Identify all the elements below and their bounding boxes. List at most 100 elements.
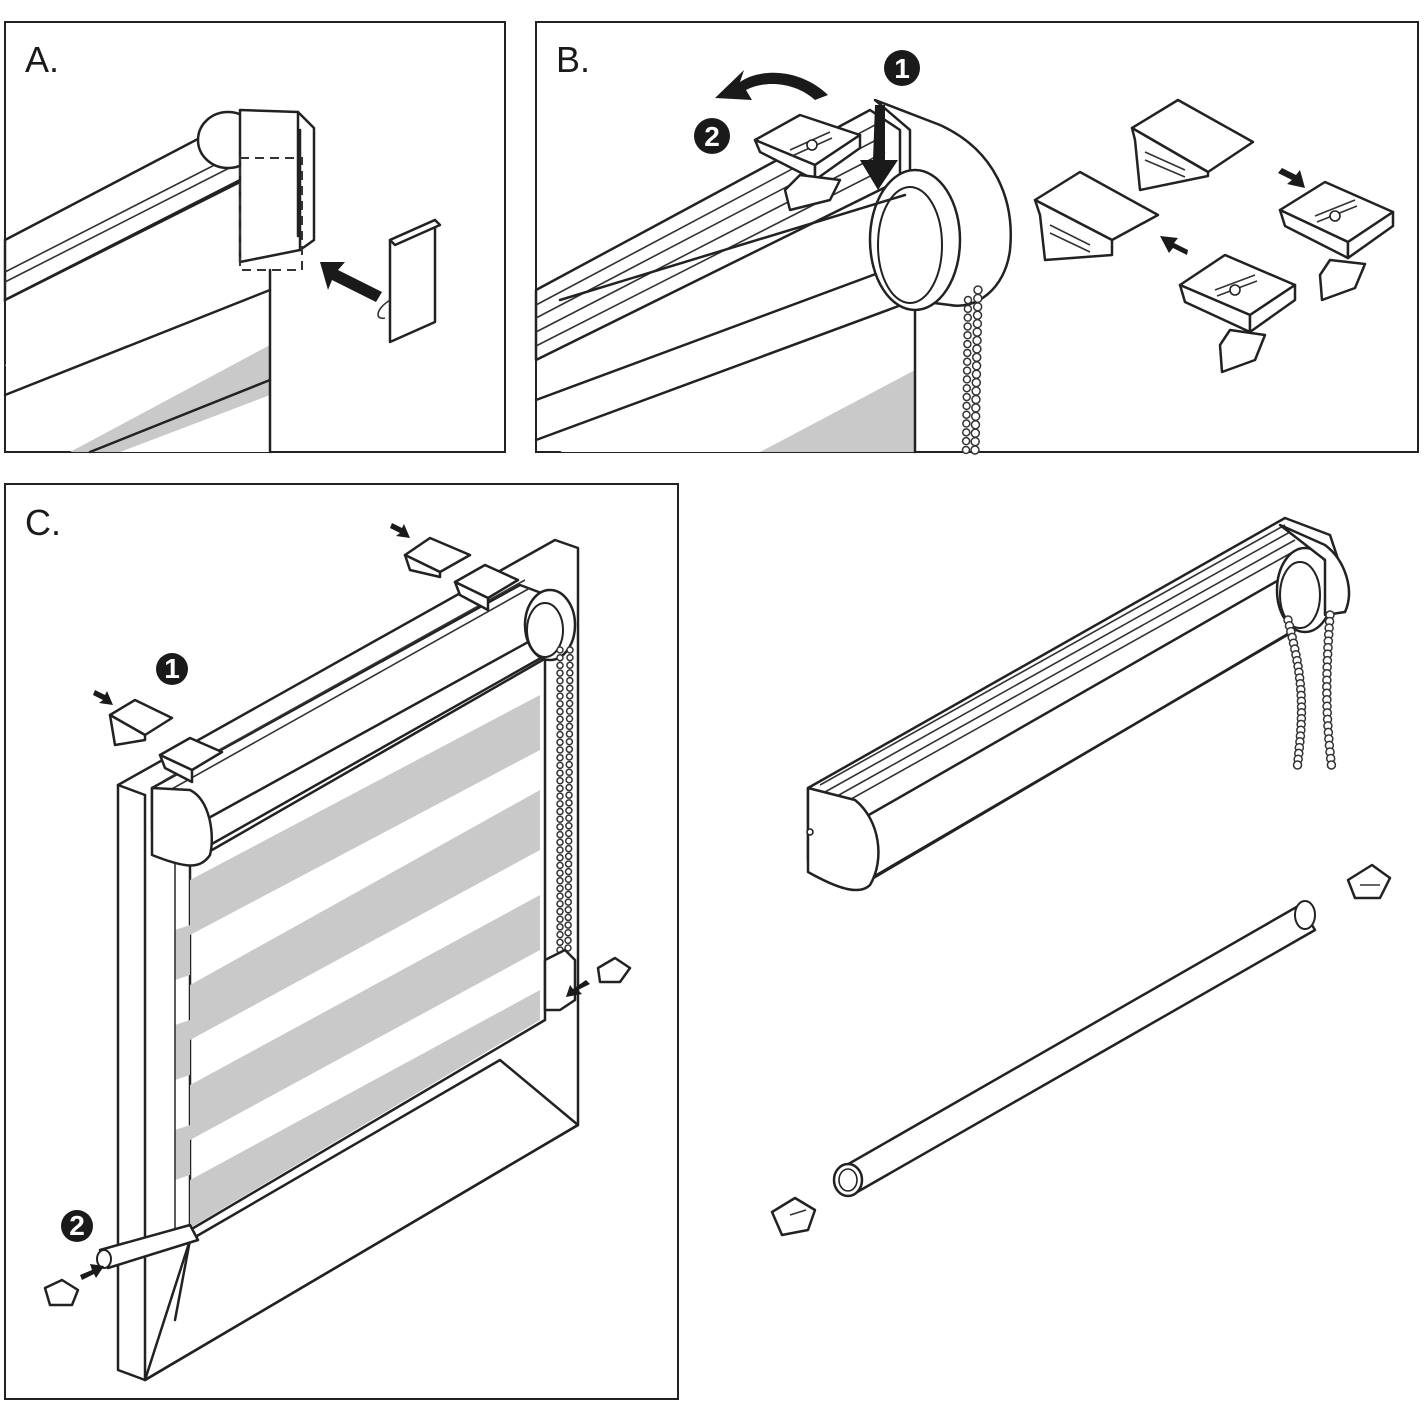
- svg-text:1: 1: [164, 653, 180, 684]
- step-badge-1: 1: [156, 653, 188, 685]
- chain-bead: [970, 419, 981, 430]
- chain-bead: [963, 313, 973, 322]
- panel-b-label: B.: [556, 39, 590, 80]
- chain-bead: [564, 860, 573, 868]
- chain-bead: [971, 377, 982, 388]
- chain-bead: [556, 646, 564, 654]
- adhesive-outline: [239, 157, 303, 271]
- arrow-icon: [1278, 168, 1305, 188]
- panel-b: B.: [534, 21, 1419, 455]
- chain-bead: [564, 913, 572, 922]
- chain-bead: [564, 890, 573, 899]
- chain-bead: [556, 692, 564, 700]
- chain-bead: [556, 738, 564, 747]
- chain-bead: [564, 852, 573, 861]
- chain-bead: [556, 769, 564, 777]
- step-badge-2: 2: [694, 118, 730, 154]
- chain-bead: [556, 923, 564, 931]
- svg-text:2: 2: [704, 121, 720, 152]
- chain-bead: [972, 302, 983, 312]
- shade-band: [760, 370, 915, 452]
- chain-bead: [556, 661, 564, 670]
- shade-band: [70, 345, 270, 452]
- chain-bead: [971, 361, 982, 371]
- chain-bead: [564, 844, 573, 853]
- rotate-arrow-icon: [715, 70, 828, 100]
- end-cap-right: [1346, 863, 1392, 900]
- chain-bead: [973, 285, 983, 295]
- chain-bead: [556, 823, 564, 831]
- chain-bead: [972, 327, 982, 337]
- chain-bead: [565, 783, 573, 792]
- chain-bead: [565, 745, 574, 754]
- chain-bead: [565, 707, 574, 715]
- chain-bead: [556, 846, 564, 854]
- chain-bead: [1326, 760, 1337, 770]
- chain-bead: [971, 369, 982, 379]
- chain-bead: [556, 861, 564, 870]
- chain-bead: [565, 806, 573, 815]
- chain-bead: [566, 661, 574, 670]
- chain-bead: [556, 815, 564, 823]
- adhesive-pad: [377, 218, 442, 344]
- chain-bead: [970, 428, 981, 438]
- chain-bead: [564, 883, 573, 891]
- arrow-icon: [93, 690, 113, 705]
- chain-bead: [565, 753, 574, 761]
- chain-bead: [972, 318, 983, 329]
- chain-bead: [556, 784, 564, 793]
- chain-bead: [970, 445, 980, 455]
- chain-bead: [962, 357, 972, 367]
- chain-bead: [565, 737, 574, 746]
- chain-bead: [971, 394, 981, 405]
- end-cap-left: [770, 1196, 817, 1237]
- chain-bead: [564, 837, 573, 845]
- chain-bead: [556, 938, 564, 947]
- chain-bead: [565, 791, 573, 799]
- chain-bead: [961, 428, 971, 437]
- chain-bead: [556, 869, 564, 877]
- chain-bead: [566, 653, 574, 662]
- chain-bead: [556, 838, 564, 847]
- chain-and-guide: [543, 646, 632, 1012]
- chain-bead: [556, 777, 564, 785]
- chain-bead: [971, 403, 981, 413]
- arrow-icon: [1160, 236, 1188, 255]
- chain-bead: [564, 898, 573, 906]
- chain-bead: [972, 335, 982, 346]
- chain-bead: [556, 884, 564, 893]
- bottom-rod: [43, 1223, 200, 1307]
- chain-bead: [565, 730, 574, 738]
- bead-chain: [961, 285, 983, 455]
- arrow-icon: [320, 262, 382, 302]
- chain-bead: [962, 375, 972, 384]
- bead-chain: [556, 646, 574, 954]
- chain-bead: [972, 344, 982, 354]
- chain-bead: [1292, 760, 1303, 770]
- chain-bead: [565, 821, 573, 830]
- chain-bead: [566, 676, 574, 685]
- chain-bead: [962, 410, 971, 419]
- panel-b-blind: [534, 98, 1012, 455]
- chain-bead: [556, 677, 564, 685]
- chain-bead: [970, 436, 980, 447]
- chain-bead: [556, 907, 564, 916]
- chain-bead: [962, 366, 972, 375]
- down-arrow-icon: [860, 105, 898, 190]
- chain-bead: [556, 761, 564, 770]
- bracket-top-left: [108, 698, 224, 784]
- bottom-bar: [832, 900, 1317, 1198]
- chain-bead: [565, 776, 573, 784]
- chain-bead: [556, 792, 564, 800]
- arrow-icon: [390, 523, 410, 538]
- chain-bead: [556, 830, 564, 839]
- chain-bead: [556, 915, 564, 923]
- chain-bead: [971, 352, 982, 363]
- chain-bead: [556, 753, 564, 762]
- chain-bead: [963, 348, 972, 358]
- chain-bead: [564, 944, 572, 952]
- chain-bead: [963, 304, 973, 314]
- chain-bead: [564, 906, 573, 914]
- window-frame: [116, 538, 580, 1382]
